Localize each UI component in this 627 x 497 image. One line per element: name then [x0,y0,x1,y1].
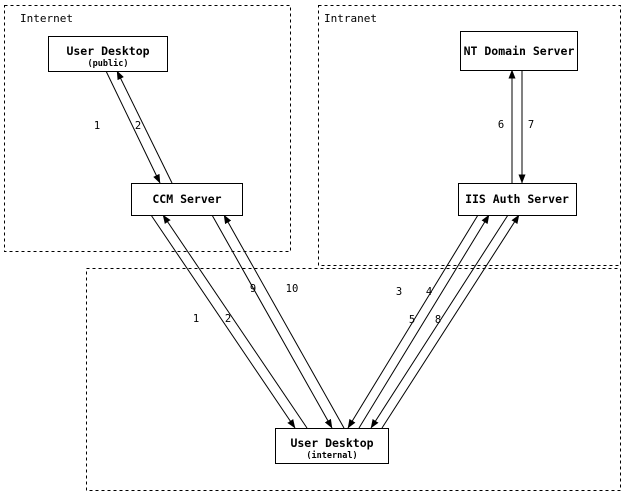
node-label-iis-auth-server: IIS Auth Server [465,192,569,206]
step-label-9: 9 [250,283,256,295]
node-user-desktop-public[interactable]: User Desktop (public) [47,35,169,73]
node-box-user-desktop-internal[interactable] [274,427,390,465]
flow-line-step-10-internal-to-ccm [223,214,345,429]
step-label-8: 8 [435,314,441,326]
step-label-5: 5 [409,314,415,326]
node-label-user-desktop-internal: User Desktop [290,436,373,450]
node-ccm-server[interactable]: CCM Server [130,182,244,217]
node-box-iis-auth-server[interactable] [457,182,578,217]
node-box-user-desktop-public[interactable] [47,35,169,73]
flow-line-step-9-ccm-to-internal [211,214,333,429]
flow-line-step-2-ccm-to-public [116,70,173,184]
node-label-nt-domain-server: NT Domain Server [464,44,575,58]
step-label-4: 4 [426,286,432,298]
step-label-1-internal: 1 [193,313,199,325]
step-label-1-public: 1 [94,120,100,132]
flow-line-step-2-internal-to-ccm [162,214,308,429]
zone-label-intranet: Intranet [324,12,377,25]
flow-line-step-5-iis-to-internal [370,214,509,429]
flow-line-step-8-internal-to-iis [381,214,520,429]
node-box-ccm-server[interactable] [130,182,244,217]
zone-internet-boundary [4,5,291,252]
step-label-3: 3 [396,286,402,298]
flow-line-step-1-ccm-to-internal [150,214,296,429]
zone-label-internet: Internet [20,12,73,25]
node-iis-auth-server[interactable]: IIS Auth Server [457,182,578,217]
step-label-2-public: 2 [135,120,141,132]
zone-lan-boundary [86,268,621,491]
node-user-desktop-internal[interactable]: User Desktop (internal) [274,427,390,465]
flow-line-step-1-public-to-ccm [105,70,161,184]
zone-intranet-boundary [318,5,621,266]
node-label-ccm-server: CCM Server [152,192,221,206]
flow-line-step-4-internal-to-iis [358,214,490,429]
flow-line-step-3-iis-to-internal [347,214,479,429]
step-label-6: 6 [498,119,504,131]
step-label-7: 7 [528,119,534,131]
node-box-nt-domain-server[interactable] [459,30,579,72]
step-label-10: 10 [286,283,299,295]
node-nt-domain-server[interactable]: NT Domain Server [459,30,579,72]
node-label-user-desktop-public: User Desktop [66,44,149,58]
node-sublabel-user-desktop-public: (public) [88,58,129,69]
node-sublabel-user-desktop-internal: (internal) [306,450,357,461]
step-label-2-internal: 2 [225,313,231,325]
